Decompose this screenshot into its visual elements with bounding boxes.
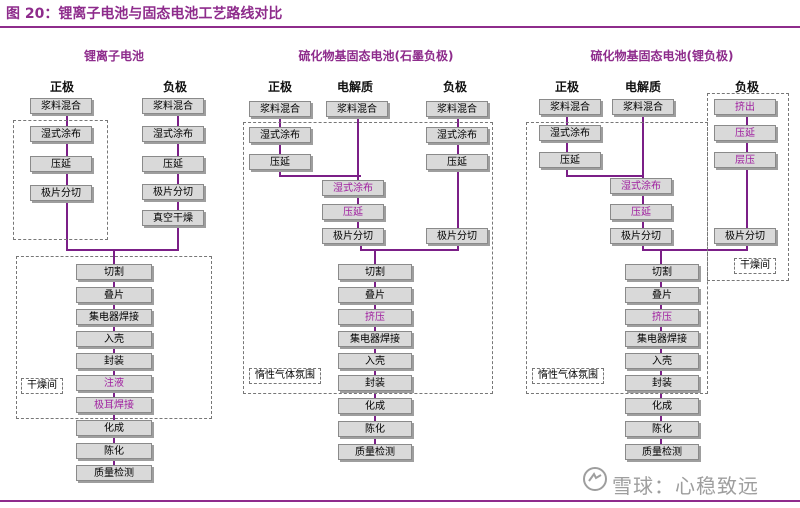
step-box-highlight: 湿式涂布 bbox=[322, 180, 384, 196]
step-box: 湿式涂布 bbox=[142, 126, 204, 142]
step-box: 浆料混合 bbox=[326, 101, 388, 117]
step-box: 封装 bbox=[625, 375, 699, 391]
step-box-highlight: 挤出 bbox=[714, 99, 776, 115]
header-anode: 负极 bbox=[442, 80, 468, 94]
header-anode: 负极 bbox=[162, 80, 188, 94]
watermark-text: 雪球：心稳致远 bbox=[612, 474, 759, 498]
step-box: 化成 bbox=[625, 398, 699, 414]
step-box: 质量检测 bbox=[625, 444, 699, 460]
step-box-highlight: 压延 bbox=[610, 204, 672, 220]
anode-dry-room-zone bbox=[707, 93, 789, 281]
step-box: 压延 bbox=[249, 154, 311, 170]
step-box: 集电器焊接 bbox=[338, 331, 412, 347]
step-box: 湿式涂布 bbox=[539, 125, 601, 141]
step-box-highlight: 极耳焊接 bbox=[76, 397, 152, 413]
step-box: 浆料混合 bbox=[249, 101, 311, 117]
step-box-highlight: 层压 bbox=[714, 152, 776, 168]
step-box: 压延 bbox=[30, 156, 92, 172]
inert-gas-label: 惰性气体氛围 bbox=[532, 368, 604, 384]
step-box: 叠片 bbox=[76, 287, 152, 303]
figure-title: 图 20：锂离子电池与固态电池工艺路线对比 bbox=[6, 6, 283, 22]
step-box: 入壳 bbox=[338, 353, 412, 369]
step-box: 浆料混合 bbox=[539, 99, 601, 115]
step-box: 切割 bbox=[338, 264, 412, 280]
title-rule bbox=[0, 26, 800, 28]
step-box: 极片分切 bbox=[322, 228, 384, 244]
header-electrolyte: 电解质 bbox=[336, 80, 374, 94]
column-title-solid-lithium: 硫化物基固态电池(锂负极) bbox=[590, 49, 734, 63]
step-box: 入壳 bbox=[625, 353, 699, 369]
step-box: 浆料混合 bbox=[426, 101, 488, 117]
step-box: 真空干燥 bbox=[142, 210, 204, 226]
step-box: 湿式涂布 bbox=[426, 127, 488, 143]
step-box: 陈化 bbox=[338, 421, 412, 437]
step-box: 湿式涂布 bbox=[30, 126, 92, 142]
step-box: 集电器焊接 bbox=[76, 309, 152, 325]
step-box-highlight: 挤压 bbox=[625, 309, 699, 325]
header-cathode: 正极 bbox=[267, 80, 293, 94]
step-box: 质量检测 bbox=[76, 465, 152, 481]
cathode-process-zone bbox=[13, 120, 108, 240]
header-electrolyte: 电解质 bbox=[624, 80, 662, 94]
inert-gas-zone bbox=[243, 122, 493, 394]
step-box: 入壳 bbox=[76, 331, 152, 347]
step-box: 叠片 bbox=[625, 287, 699, 303]
step-box: 化成 bbox=[76, 420, 152, 436]
step-box: 切割 bbox=[625, 264, 699, 280]
header-cathode: 正极 bbox=[49, 80, 75, 94]
step-box: 浆料混合 bbox=[142, 98, 204, 114]
dry-room-label: 干燥间 bbox=[21, 378, 63, 394]
step-box-highlight: 注液 bbox=[76, 375, 152, 391]
step-box: 封装 bbox=[76, 353, 152, 369]
step-box: 陈化 bbox=[76, 443, 152, 459]
step-box: 极片分切 bbox=[30, 185, 92, 201]
step-box: 浆料混合 bbox=[612, 99, 674, 115]
bottom-rule bbox=[0, 500, 800, 502]
step-box: 极片分切 bbox=[610, 228, 672, 244]
step-box: 浆料混合 bbox=[30, 98, 92, 114]
inert-gas-label: 惰性气体氛围 bbox=[249, 368, 321, 384]
snowball-logo-icon bbox=[583, 467, 607, 491]
step-box: 压延 bbox=[142, 156, 204, 172]
step-box: 切割 bbox=[76, 264, 152, 280]
step-box: 质量检测 bbox=[338, 444, 412, 460]
header-cathode: 正极 bbox=[554, 80, 580, 94]
step-box-highlight: 湿式涂布 bbox=[610, 178, 672, 194]
step-box-highlight: 压延 bbox=[714, 125, 776, 141]
step-box: 湿式涂布 bbox=[249, 127, 311, 143]
step-box: 陈化 bbox=[625, 421, 699, 437]
step-box: 集电器焊接 bbox=[625, 331, 699, 347]
step-box: 化成 bbox=[338, 398, 412, 414]
header-anode: 负极 bbox=[734, 80, 760, 94]
step-box-highlight: 挤压 bbox=[338, 309, 412, 325]
dry-room-zone bbox=[16, 256, 212, 419]
column-title-solid-graphite: 硫化物基固态电池(石墨负极) bbox=[298, 49, 454, 63]
step-box: 极片分切 bbox=[714, 228, 776, 244]
step-box: 压延 bbox=[539, 152, 601, 168]
step-box: 压延 bbox=[426, 154, 488, 170]
anode-dry-room-label: 干燥间 bbox=[734, 258, 776, 274]
step-box: 封装 bbox=[338, 375, 412, 391]
step-box: 叠片 bbox=[338, 287, 412, 303]
step-box-highlight: 压延 bbox=[322, 204, 384, 220]
step-box: 极片分切 bbox=[142, 184, 204, 200]
column-title-liion: 锂离子电池 bbox=[83, 49, 145, 63]
step-box: 极片分切 bbox=[426, 228, 488, 244]
